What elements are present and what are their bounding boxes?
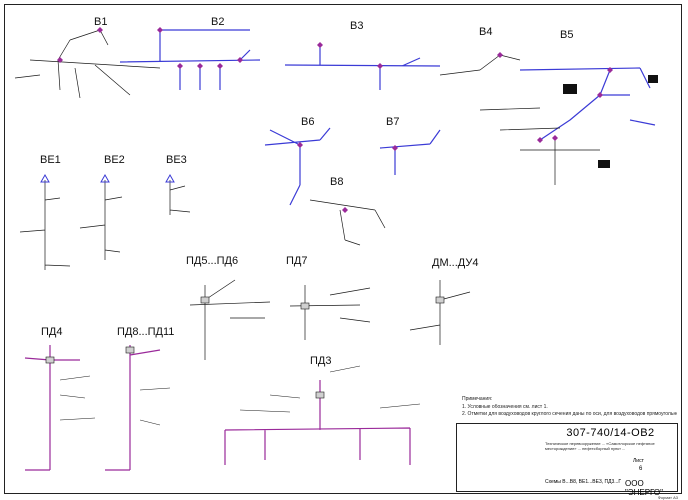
duct-fitting-marker — [297, 142, 303, 148]
duct-fitting-marker — [197, 63, 203, 69]
system-v8-lines — [309, 199, 386, 246]
duct-fitting-marker — [97, 27, 103, 33]
system-v7-lines — [379, 129, 441, 175]
duct-fitting-marker — [377, 63, 383, 69]
notes-heading: Примечания: — [462, 396, 493, 402]
damper-marker — [125, 346, 135, 354]
duct-fitting-marker — [342, 207, 348, 213]
system-pd8-pd11-lines — [105, 345, 161, 471]
damper-marker — [300, 302, 310, 310]
node-label-dm-du4: ДМ...ДУ4 — [432, 257, 479, 269]
node-label-ve1: ВЕ1 — [40, 154, 61, 166]
drawing-code: 307-740/14-ОВ2 — [566, 427, 655, 439]
duct-fitting-marker — [537, 137, 543, 143]
exhaust-deflector-marker — [100, 173, 110, 183]
damper-marker — [435, 296, 445, 304]
damper-marker — [45, 356, 55, 364]
notes-line-1: 1. Условные обозначения см. лист 1. — [462, 403, 548, 410]
duct-fitting-marker — [552, 135, 558, 141]
system-pd5-pd6-lines — [189, 279, 271, 360]
node-label-pd7: ПД7 — [286, 255, 308, 267]
duct-fitting-marker — [237, 57, 243, 63]
system-v4-v5-lines — [439, 54, 656, 185]
system-pd4-lines — [24, 345, 80, 471]
system-v2-lines — [119, 29, 261, 90]
duct-fitting-marker — [217, 63, 223, 69]
reference-flags — [563, 75, 658, 168]
title-block: 307-740/14-ОВ2 Техническое перевооружени… — [456, 423, 678, 497]
node-label-v4: В4 — [479, 26, 493, 38]
duct-fitting-marker — [177, 63, 183, 69]
notes-block: Примечания: 1. Условные обозначения см. … — [462, 396, 677, 419]
system-dm-du4-lines — [409, 280, 471, 345]
duct-fitting-marker — [597, 92, 603, 98]
sheet-number: 6 — [639, 466, 643, 472]
sheet-format: Формат А3 — [657, 495, 678, 500]
node-label-v1: В1 — [94, 16, 108, 28]
notes-line-2: 2. Отметки для воздуховодов круглого сеч… — [462, 411, 677, 417]
node-label-v6: В6 — [301, 116, 315, 128]
system-pd7-lines — [289, 285, 371, 340]
sheet-label: Лист — [633, 458, 644, 464]
duct-fitting-marker — [607, 67, 613, 73]
system-v3-lines — [284, 45, 441, 90]
node-label-v3: В3 — [350, 20, 364, 32]
damper-marker — [315, 391, 325, 399]
duct-fitting-marker — [392, 145, 398, 151]
equipment-markers — [40, 27, 613, 399]
node-label-v7: В7 — [386, 116, 400, 128]
system-pd3-lines — [224, 380, 411, 465]
exhaust-deflector-marker — [40, 173, 50, 183]
node-label-ve2: ВЕ2 — [104, 154, 125, 166]
sheet-frame — [4, 4, 682, 494]
duct-fitting-marker — [497, 52, 503, 58]
system-v6-lines — [264, 127, 331, 206]
exhaust-deflector-marker — [165, 173, 175, 183]
project-description: Техническое перевооружение ... «Самотлор… — [545, 441, 655, 451]
node-label-ve3: ВЕ3 — [166, 154, 187, 166]
company-name: ООО "ЭНЕРГО" — [625, 479, 663, 497]
node-label-pd8-pd11: ПД8...ПД11 — [117, 326, 175, 338]
damper-marker — [200, 296, 210, 304]
drawing-title: Схемы В...В8, ВЕ1...ВЕ3, ПД3...ПД11, ДМ.… — [545, 479, 621, 485]
leader-lines — [59, 365, 421, 426]
duct-fitting-marker — [157, 27, 163, 33]
node-label-v5: В5 — [560, 29, 574, 41]
node-label-pd4: ПД4 — [41, 326, 63, 338]
system-ve-lines — [19, 180, 191, 270]
node-label-v2: В2 — [211, 16, 225, 28]
system-v1-lines — [14, 29, 161, 99]
node-label-pd3: ПД3 — [310, 355, 332, 367]
node-label-pd5-pd6: ПД5...ПД6 — [186, 255, 239, 267]
duct-fitting-marker — [57, 57, 63, 63]
node-label-v8: В8 — [330, 176, 344, 188]
duct-fitting-marker — [317, 42, 323, 48]
